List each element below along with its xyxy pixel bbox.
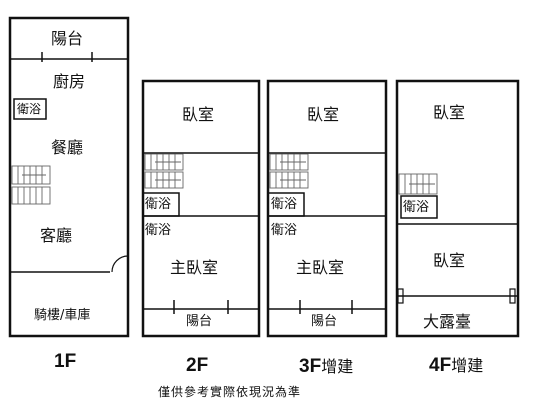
floor-label-1f-text: 1F [54,351,77,372]
stair-symbol-4f [398,173,438,195]
room-label-balcony-3f: 陽台 [311,314,338,329]
room-label-master-bedroom-2f: 主臥室 [170,258,219,277]
room-label-dining-1f: 餐廳 [51,138,84,157]
floor-label-3f-suffix: 增建 [321,359,354,376]
floor-label-4f-text: 4F [429,355,452,376]
floorplan-2f-walls [141,79,261,338]
floor-label-3f-text: 3F [299,356,322,377]
room-label-bathroom-b-3f: 衛浴 [271,223,298,238]
room-label-bedroom-2f: 臥室 [182,105,215,124]
floor-label-4f: 4F增建 [429,356,483,375]
room-label-living-1f: 客廳 [40,226,73,245]
floor-label-1f: 1F [54,352,76,371]
room-label-terrace-4f: 大露臺 [423,312,472,331]
floor-label-2f-text: 2F [186,355,209,376]
stair-symbol-2f [144,153,184,189]
stair-symbol-1f [11,165,51,205]
room-label-balcony-2f: 陽台 [186,314,213,329]
room-label-bedroom-a-4f: 臥室 [433,103,466,122]
floorplan-4f-walls [395,79,520,338]
room-label-bathroom-a-3f: 衛浴 [271,197,298,212]
room-label-bedroom-b-4f: 臥室 [433,251,466,270]
floorplan-1f-walls [8,16,130,338]
room-label-kitchen-1f: 廚房 [53,72,86,91]
room-label-master-bedroom-3f: 主臥室 [296,258,345,277]
disclaimer-note: 僅供參考實際依現況為準 [158,385,302,399]
room-label-bathroom-1f: 衛浴 [17,102,42,116]
floor-label-2f: 2F [186,356,208,375]
room-label-bedroom-3f: 臥室 [307,105,340,124]
room-label-bathroom-b-2f: 衛浴 [145,223,172,238]
room-label-bathroom-a-2f: 衛浴 [145,197,172,212]
room-label-bathroom-4f: 衛浴 [403,200,430,215]
floorplan-3f-walls [266,79,388,338]
floor-label-4f-suffix: 增建 [451,358,484,375]
stair-symbol-3f [269,153,309,189]
room-label-arcade-garage-1f: 騎樓/車庫 [34,308,91,323]
room-label-balcony-1f: 陽台 [51,29,84,48]
floor-label-3f: 3F增建 [299,357,353,376]
